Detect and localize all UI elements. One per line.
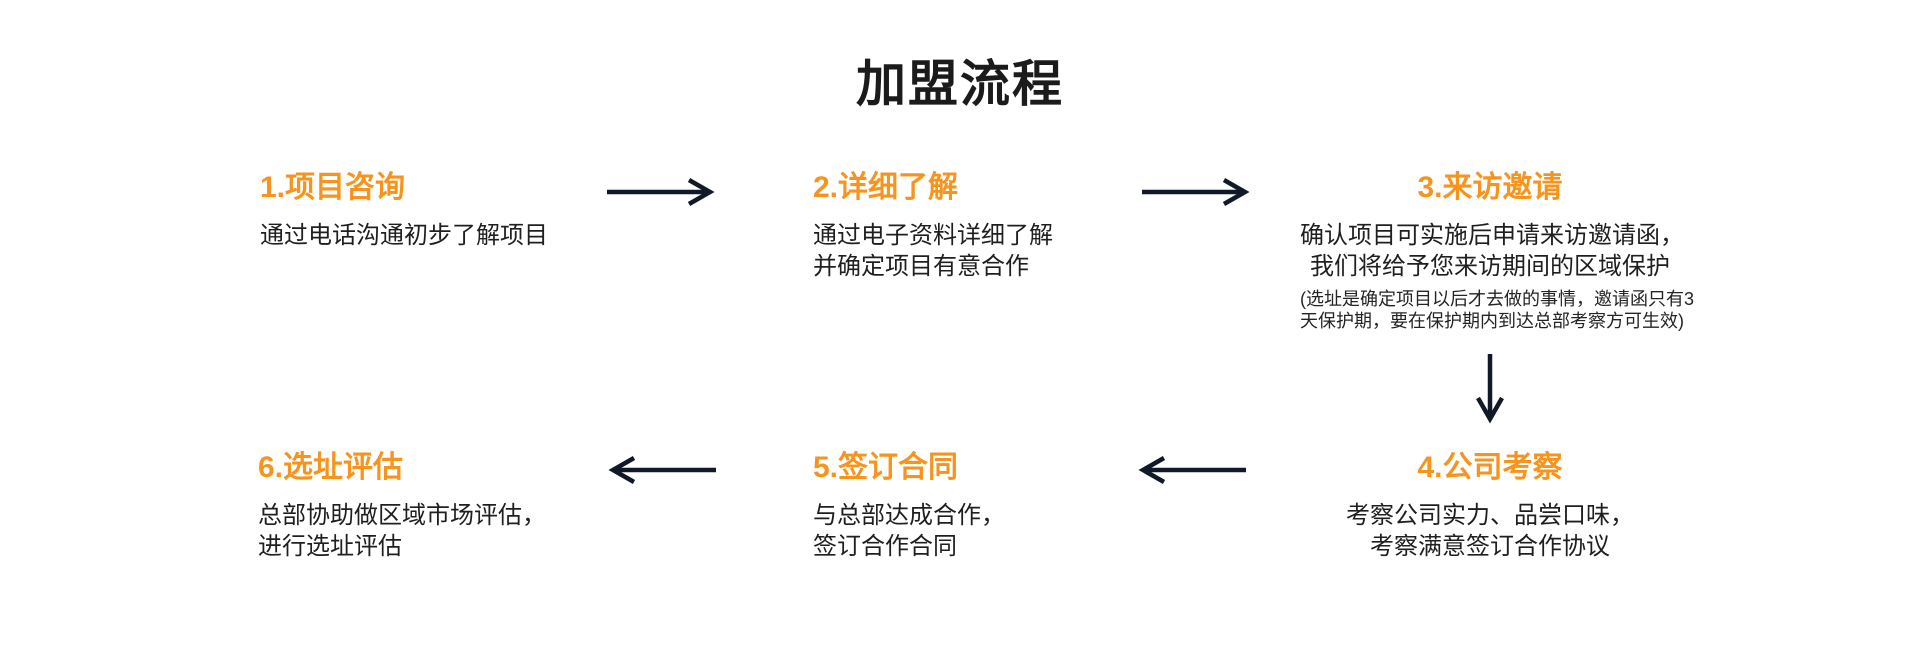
step-description-line: 考察满意签订合作协议: [1370, 533, 1610, 560]
step-title: 5.签订合同: [813, 451, 959, 484]
step-description-line: 通过电子资料详细了解: [813, 222, 1053, 249]
step-description-line: 签订合作合同: [813, 533, 957, 560]
step-description: 与总部达成合作， 签订合作合同: [813, 500, 1005, 562]
step-title: 2.详细了解: [813, 171, 959, 204]
step-description-line: 我们将给予您来访期间的区域保护: [1310, 253, 1670, 280]
arrow-right-icon: [605, 177, 715, 207]
step-note: (选址是确定项目以后才去做的事情，邀请函只有3 天保护期，要在保护期内到达总部考…: [1300, 288, 1695, 332]
step-title: 1.项目咨询: [260, 171, 406, 204]
step-description-line: 通过电话沟通初步了解项目: [260, 222, 548, 249]
page-title: 加盟流程: [856, 56, 1064, 112]
step-description-line: 总部协助做区域市场评估，: [258, 502, 546, 529]
flow-step-3: 3.来访邀请 确认项目可实施后申请来访邀请函， 我们将给予您来访期间的区域保护 …: [1300, 170, 1695, 332]
flow-step-2: 2.详细了解 通过电子资料详细了解 并确定项目有意合作: [813, 170, 1053, 282]
step-note-line: (选址是确定项目以后才去做的事情，邀请函只有3: [1300, 289, 1695, 309]
step-description-line: 并确定项目有意合作: [813, 253, 1029, 280]
step-title: 3.来访邀请: [1417, 171, 1563, 204]
step-title: 6.选址评估: [258, 451, 404, 484]
arrow-down-icon: [1475, 352, 1505, 424]
step-note-line: 天保护期，要在保护期内到达总部考察方可生效): [1300, 311, 1684, 331]
step-description-line: 考察公司实力、品尝口味，: [1346, 502, 1634, 529]
step-description: 考察公司实力、品尝口味， 考察满意签订合作协议: [1300, 500, 1680, 562]
flow-step-5: 5.签订合同 与总部达成合作， 签订合作合同: [813, 450, 1005, 562]
step-description: 确认项目可实施后申请来访邀请函， 我们将给予您来访期间的区域保护: [1300, 220, 1684, 282]
arrow-right-icon: [1140, 177, 1250, 207]
step-title: 4.公司考察: [1417, 451, 1563, 484]
arrow-left-icon: [608, 455, 718, 485]
step-description: 通过电话沟通初步了解项目: [260, 220, 548, 251]
flow-step-1: 1.项目咨询 通过电话沟通初步了解项目: [260, 170, 548, 251]
step-description: 通过电子资料详细了解 并确定项目有意合作: [813, 220, 1053, 282]
arrow-left-icon: [1138, 455, 1248, 485]
step-description: 总部协助做区域市场评估， 进行选址评估: [258, 500, 546, 562]
flow-step-6: 6.选址评估 总部协助做区域市场评估， 进行选址评估: [258, 450, 546, 562]
step-description-line: 与总部达成合作，: [813, 502, 1005, 529]
step-description-line: 确认项目可实施后申请来访邀请函，: [1300, 222, 1684, 249]
step-description-line: 进行选址评估: [258, 533, 402, 560]
flow-step-4: 4.公司考察 考察公司实力、品尝口味， 考察满意签订合作协议: [1300, 450, 1680, 562]
